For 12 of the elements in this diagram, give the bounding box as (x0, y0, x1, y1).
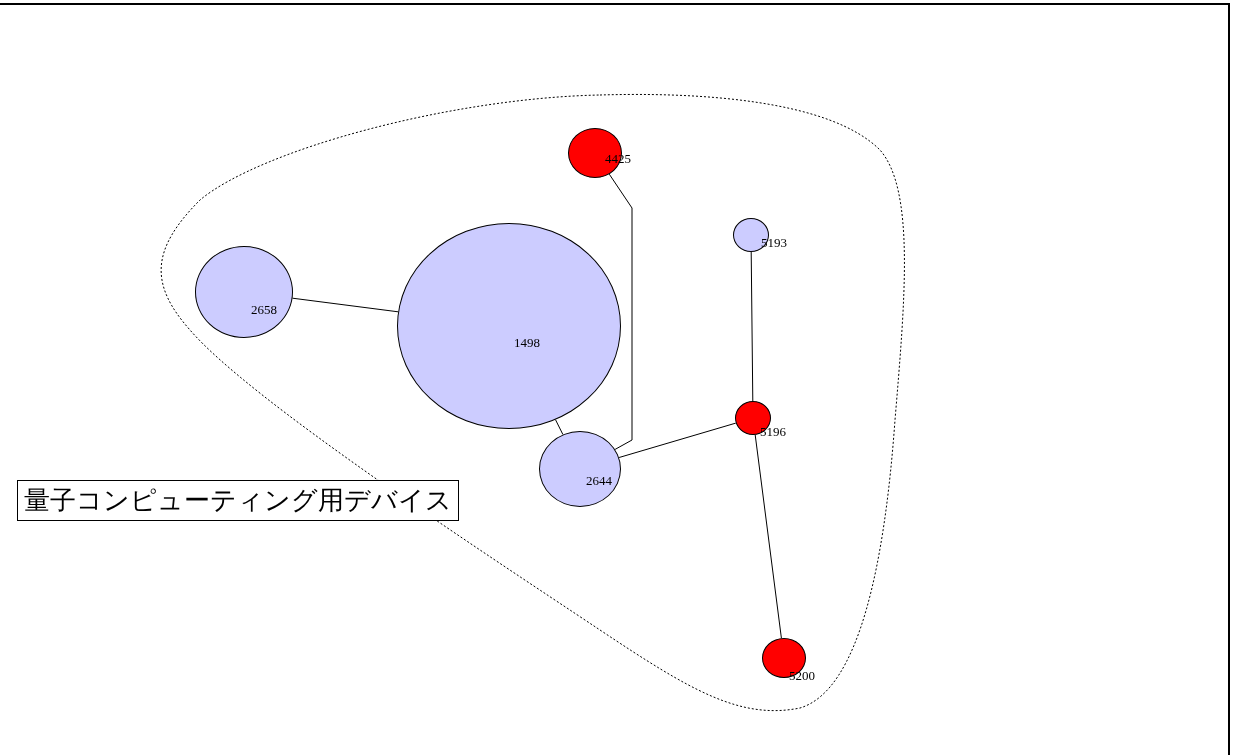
node-label: 1498 (514, 336, 540, 349)
connector-line (754, 434, 782, 639)
connector-line (555, 419, 564, 435)
connector-line (750, 251, 754, 402)
connector-line (608, 173, 633, 450)
node-label: 5196 (760, 425, 786, 438)
group-label: 量子コンピューティング用デバイス (17, 480, 459, 522)
connector-line (618, 422, 737, 458)
node-label: 2644 (586, 474, 612, 487)
node-label: 2658 (251, 303, 277, 316)
connector-line (292, 297, 399, 313)
node-label: 5200 (789, 669, 815, 682)
